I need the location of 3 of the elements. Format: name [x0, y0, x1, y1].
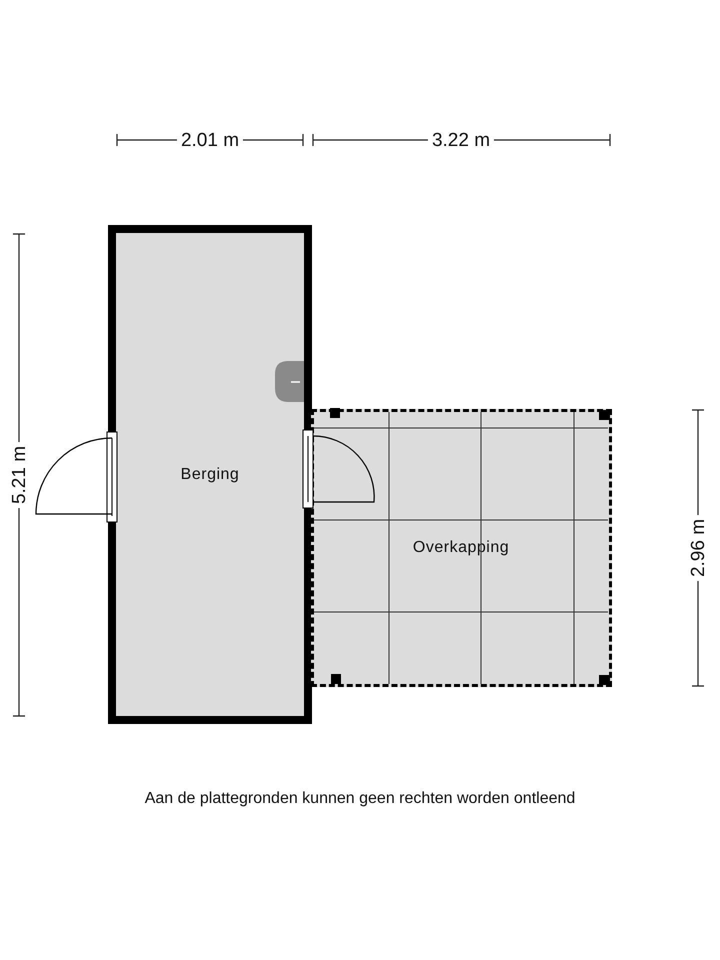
storage-room	[108, 225, 312, 724]
disclaimer-caption: Aan de plattegronden kunnen geen rechten worden ontleend	[144, 790, 576, 808]
room-label: Berging	[180, 466, 240, 484]
